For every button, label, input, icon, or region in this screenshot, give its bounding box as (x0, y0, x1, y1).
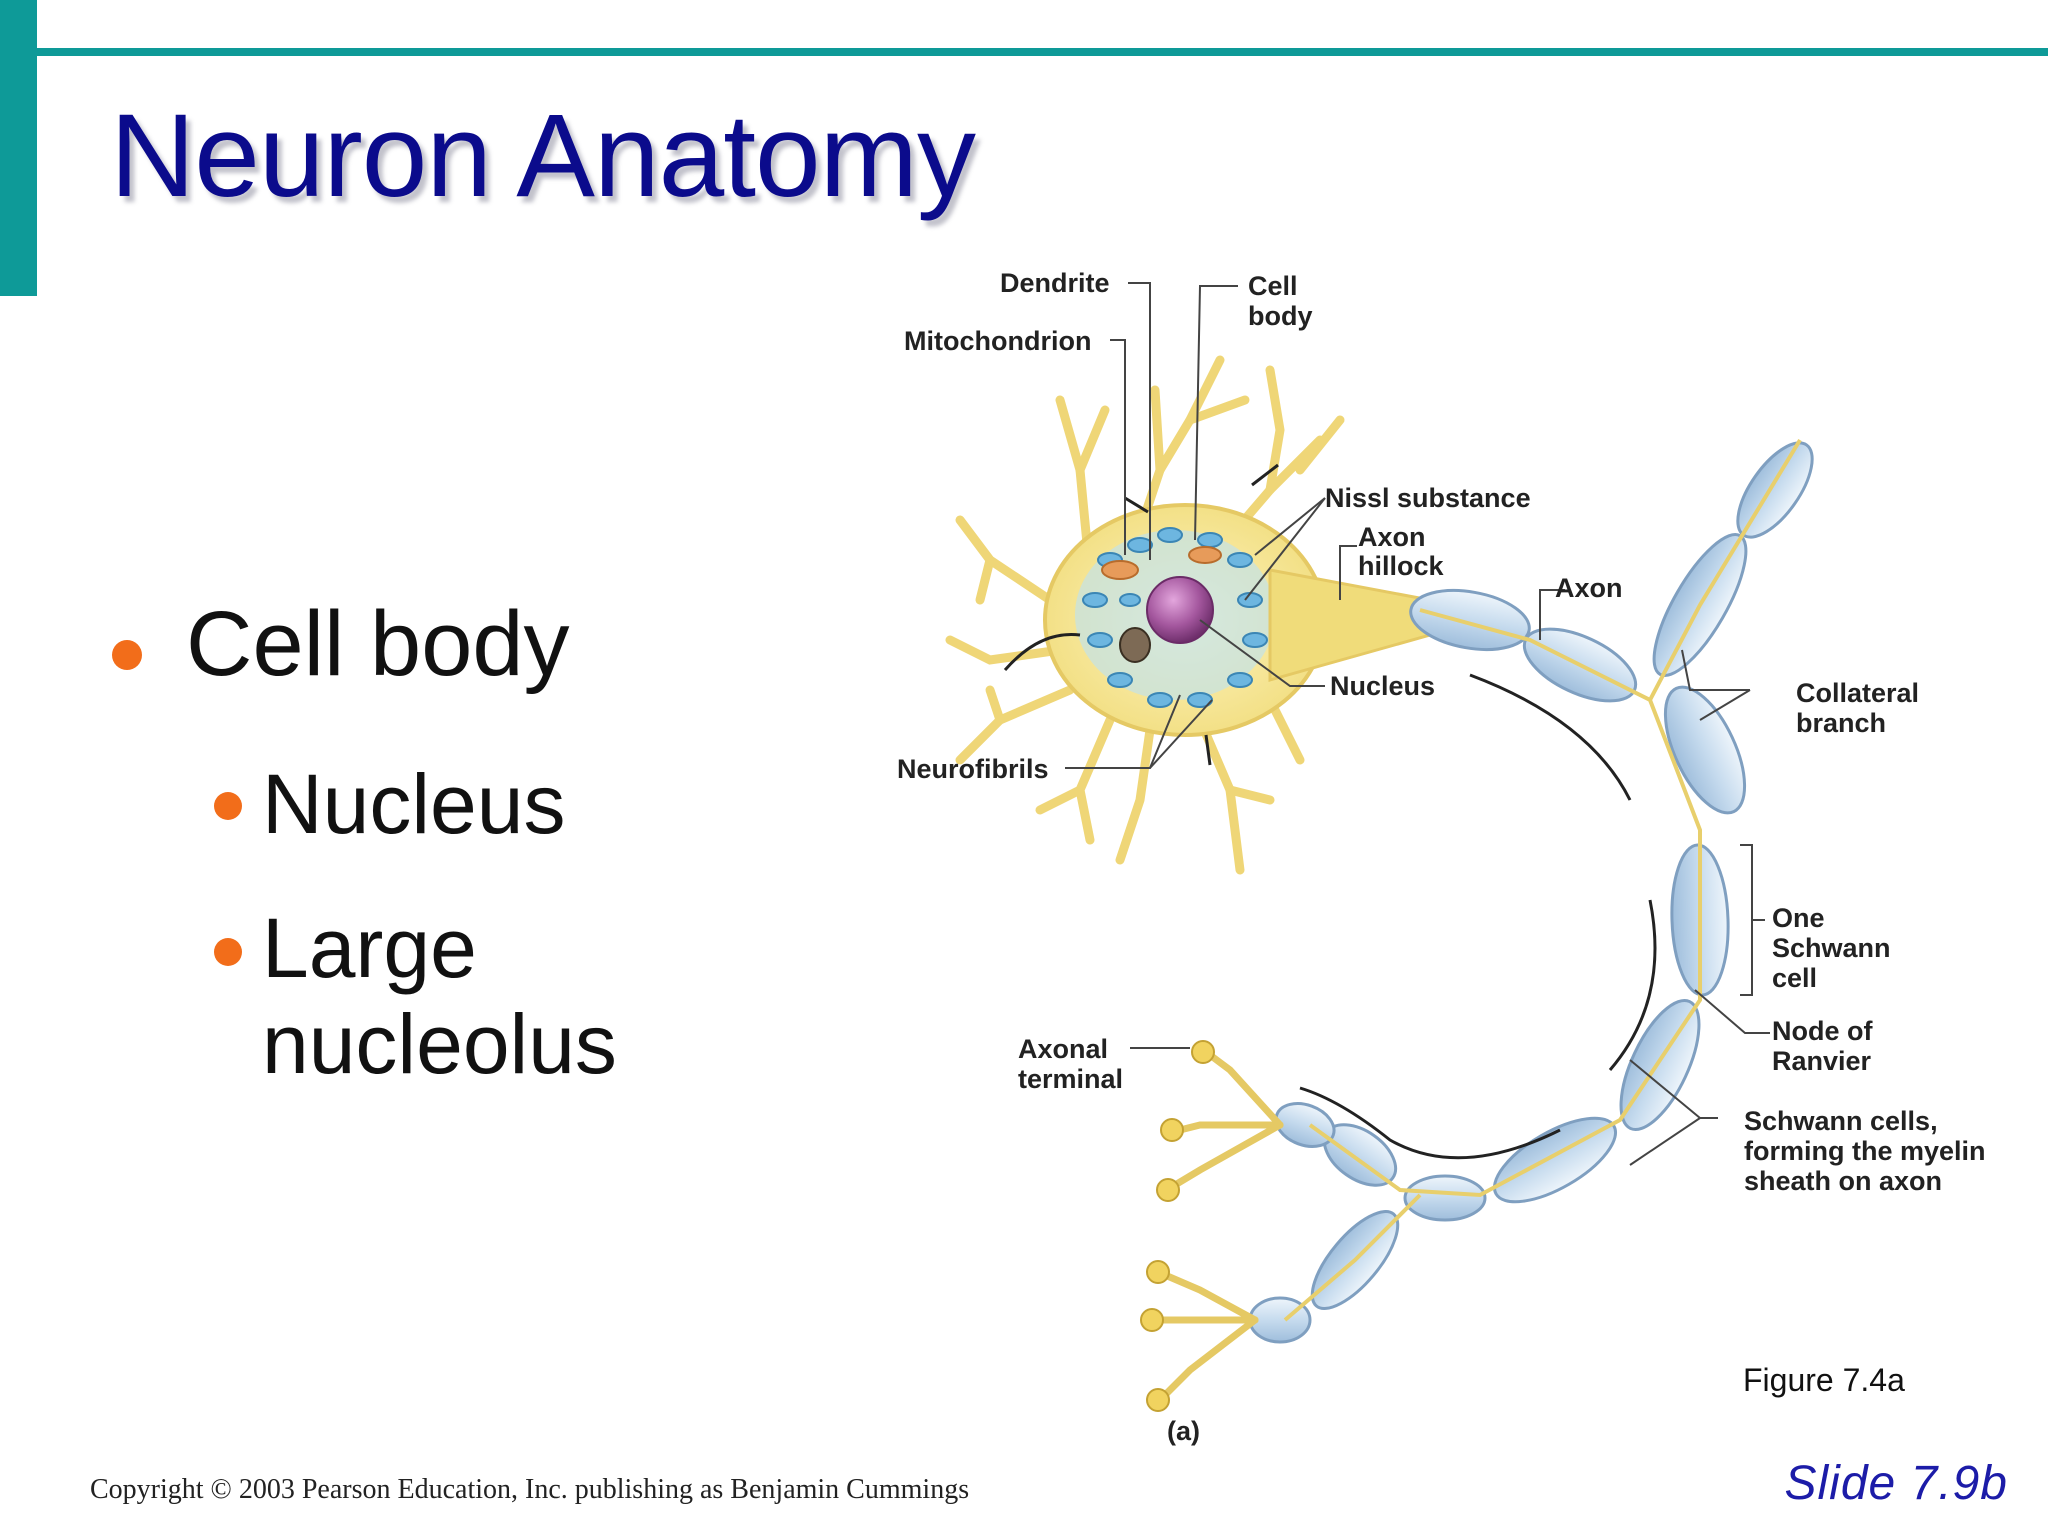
slide-number: Slide 7.9b (1784, 1457, 2008, 1510)
axon-hillock (1268, 568, 1432, 682)
schwann-cell (1663, 685, 1747, 815)
top-rule (37, 48, 2048, 56)
bullet-dot-3 (214, 938, 242, 966)
dendrite-branch (955, 515, 1055, 605)
dendrite-branch (1265, 365, 1285, 495)
flow-arrow (1251, 463, 1279, 487)
label-axon-hillock-1: Axon (1358, 522, 1426, 552)
bullet-large-nucleolus: Large nucleolus (262, 900, 617, 1092)
dendrite-branch (955, 685, 1075, 765)
label-dendrite: Dendrite (1000, 268, 1110, 298)
flow-arrow (1204, 734, 1212, 766)
label-axon-hillock-2: hillock (1358, 551, 1445, 581)
flow-arrow (1003, 632, 1081, 671)
dendrite-branch (985, 685, 1005, 725)
dendrite-branch (1075, 405, 1110, 475)
flow-arrow (1608, 899, 1657, 1071)
dendrite-branch (945, 635, 1065, 665)
terminal-boutons (1140, 1040, 1215, 1412)
schwann-cell (1403, 1174, 1487, 1222)
mitochondrion (1188, 546, 1222, 564)
flow-arrow (1469, 673, 1632, 801)
bullet-cell-body: Cell body (186, 593, 570, 695)
schwann-cell (1736, 441, 1814, 539)
label-terminal: terminal (1018, 1064, 1123, 1094)
bullet-large: Large (262, 901, 477, 995)
label-axonal: Axonal (1018, 1034, 1108, 1064)
schwann-cell (1409, 589, 1531, 651)
label-node-of: Node of (1772, 1016, 1873, 1046)
flow-arrow (1299, 1086, 1561, 1160)
label-panel-a: (a) (1167, 1416, 1200, 1446)
label-branch: branch (1796, 708, 1886, 738)
dendrite-branch (1185, 395, 1250, 425)
label-body: body (1248, 301, 1313, 331)
figure-caption: Figure 7.4a (1743, 1362, 1905, 1398)
bullet-nucleolus: nucleolus (262, 997, 617, 1091)
mitochondrion (1101, 560, 1139, 580)
label-nucleus: Nucleus (1330, 671, 1435, 701)
bullet-nucleus: Nucleus (262, 757, 566, 851)
flow-arrow (1124, 496, 1149, 514)
label-one: One (1772, 903, 1825, 933)
dendrite-branch (1115, 725, 1155, 865)
label-neurofibrils: Neurofibrils (897, 754, 1049, 784)
nissl-substance (1082, 527, 1268, 708)
label-axon: Axon (1555, 573, 1623, 603)
label-forming-myelin: forming the myelin (1744, 1136, 1986, 1166)
label-ranvier: Ranvier (1772, 1046, 1872, 1076)
slide-title: Neuron Anatomy (110, 90, 976, 222)
dendrite-branch (1035, 785, 1085, 815)
label-collateral: Collateral (1796, 678, 1919, 708)
label-schwann: Schwann (1772, 933, 1891, 963)
dendrite-branch (1075, 715, 1115, 845)
label-schwann-cells: Schwann cells, (1744, 1106, 1938, 1136)
flow-arrows (1003, 463, 1657, 1160)
dendrite-branch (975, 555, 995, 605)
copyright-notice: Copyright © 2003 Pearson Education, Inc.… (90, 1474, 970, 1505)
label-sheath-axon: sheath on axon (1744, 1166, 1942, 1196)
bullet-dot-1 (112, 640, 142, 670)
bullet-dot-2 (214, 792, 242, 820)
label-cell-word: cell (1772, 963, 1817, 993)
label-cell: Cell (1248, 271, 1298, 301)
accent-bar (0, 0, 37, 296)
schwann-cell (1492, 1116, 1618, 1204)
label-nissl-substance: Nissl substance (1325, 483, 1531, 513)
nucleus (1146, 576, 1214, 644)
leader-lines (1065, 282, 1770, 1166)
dendrite-branch (1225, 785, 1275, 805)
label-mitochondrion: Mitochondrion (904, 326, 1091, 356)
schwann-cell (1274, 1102, 1336, 1148)
pigment-granule (1119, 627, 1151, 663)
axon-core (1283, 438, 1802, 1322)
dendrite-branch (1295, 415, 1345, 475)
axonal-terminals (1156, 1051, 1284, 1399)
myelin-sheath (1248, 441, 1814, 1344)
